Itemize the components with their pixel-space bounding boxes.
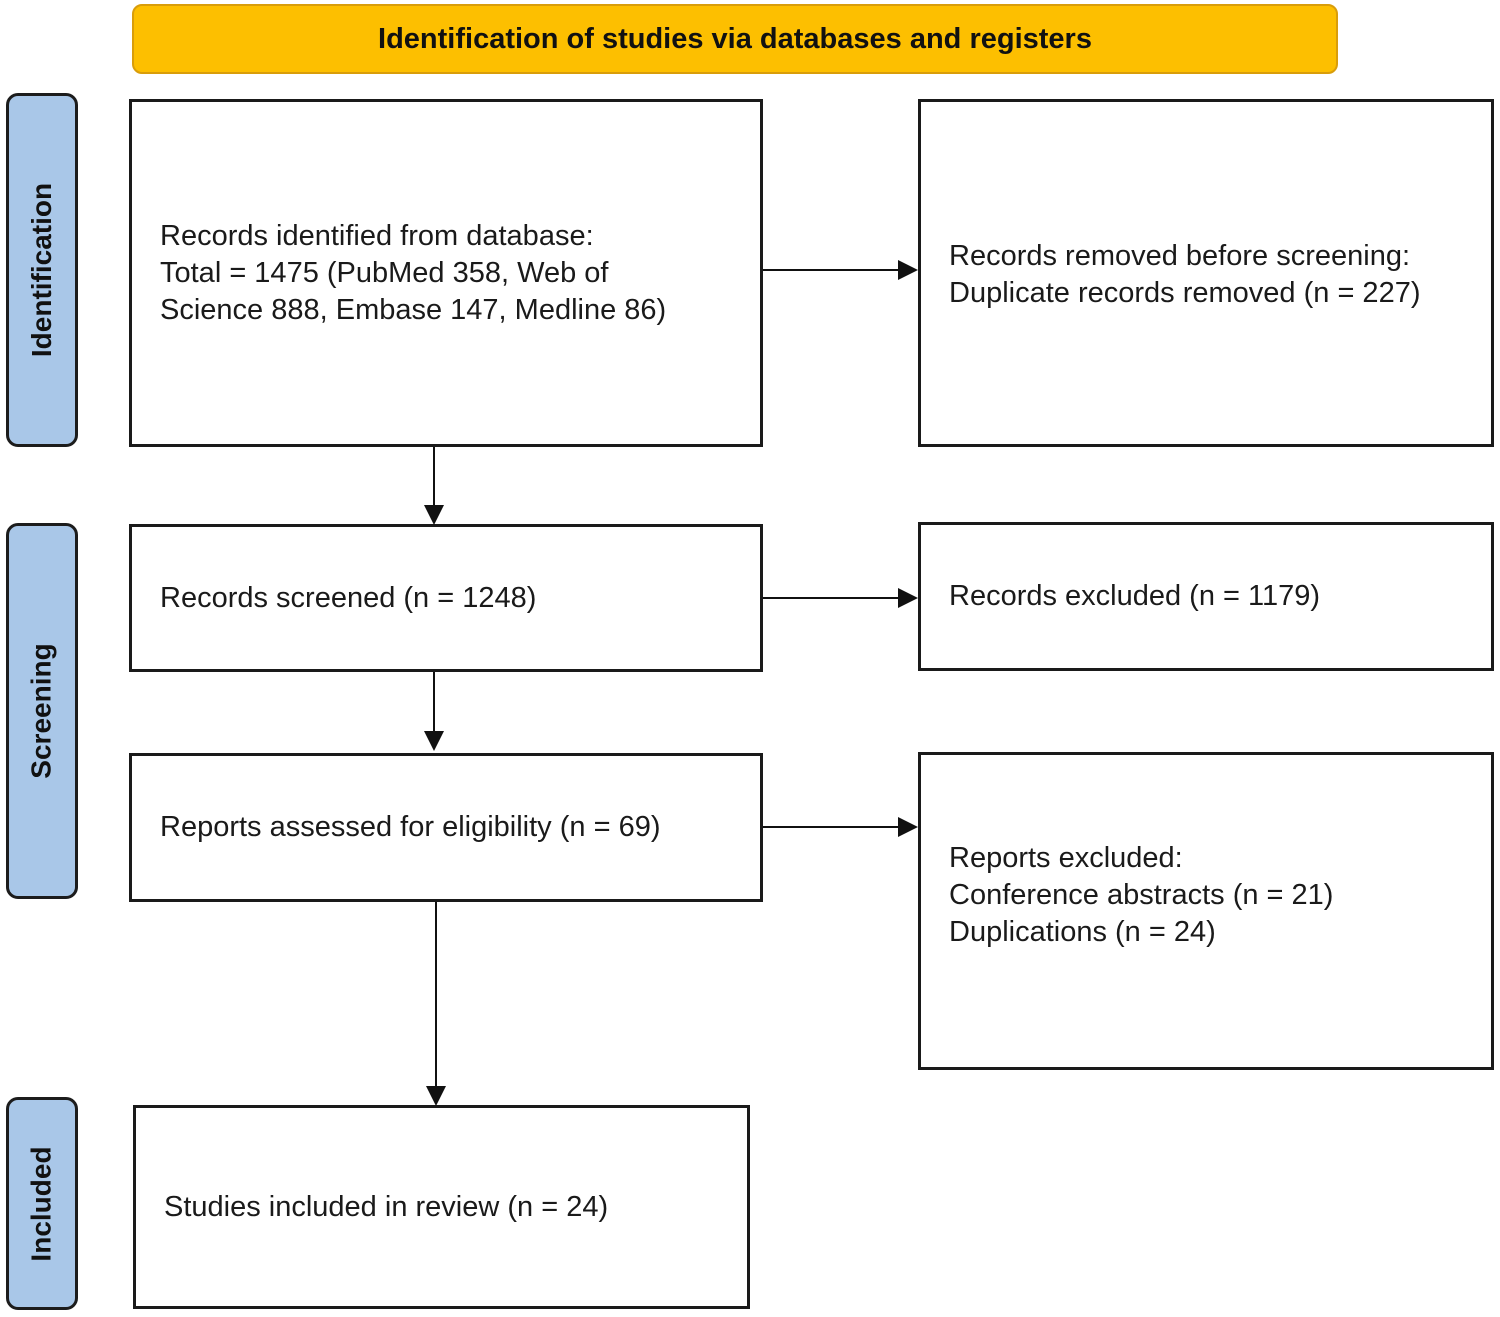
reports-assessed-line-1: Reports assessed for eligibility (n = 69…	[160, 811, 661, 843]
header-banner: Identification of studies via databases …	[132, 4, 1338, 74]
arrowhead-excluded	[898, 588, 918, 608]
arrowhead-assessed	[424, 731, 444, 751]
phase-label-screening: Screening	[6, 523, 78, 899]
records-removed-box: Records removed before screening: Duplic…	[918, 99, 1494, 447]
arrowhead-removed	[898, 260, 918, 280]
reports-assessed-box: Reports assessed for eligibility (n = 69…	[129, 753, 763, 902]
records-identified-box: Records identified from database: Total …	[129, 99, 763, 447]
phase-label-identification: Identification	[6, 93, 78, 447]
arrowhead-reports-excluded	[898, 817, 918, 837]
studies-included-box: Studies included in review (n = 24)	[133, 1105, 750, 1309]
reports-excluded-line-2: Conference abstracts (n = 21)	[949, 879, 1334, 911]
arrowhead-included	[426, 1086, 446, 1106]
phase-label-included: Included	[6, 1097, 78, 1310]
reports-excluded-line-1: Reports excluded:	[949, 842, 1183, 874]
arrowhead-screened	[424, 505, 444, 525]
records-screened-box: Records screened (n = 1248)	[129, 524, 763, 672]
records-removed-line-1: Records removed before screening:	[949, 240, 1411, 272]
records-identified-line-2: Total = 1475 (PubMed 358, Web of	[160, 256, 609, 289]
records-identified-line-1: Records identified from database:	[160, 219, 594, 252]
reports-excluded-line-3: Duplications (n = 24)	[949, 916, 1216, 948]
studies-included-line-1: Studies included in review (n = 24)	[164, 1190, 609, 1223]
records-excluded-box: Records excluded (n = 1179)	[918, 522, 1494, 671]
records-screened-line-1: Records screened (n = 1248)	[160, 581, 537, 614]
records-removed-line-2: Duplicate records removed (n = 227)	[949, 277, 1421, 309]
header-title: Identification of studies via databases …	[378, 22, 1092, 55]
records-identified-line-3: Science 888, Embase 147, Medline 86)	[160, 293, 667, 326]
records-excluded-line-1: Records excluded (n = 1179)	[949, 580, 1321, 612]
reports-excluded-box: Reports excluded: Conference abstracts (…	[918, 752, 1494, 1070]
